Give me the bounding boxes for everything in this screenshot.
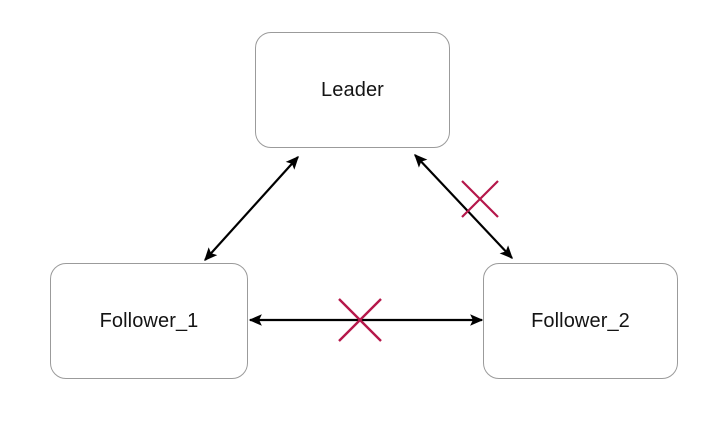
node-follower-2[interactable]: Follower_2 xyxy=(483,263,678,379)
blocked-mark-leader-follower-2-icon xyxy=(461,180,499,218)
blocked-mark-follower-1-follower-2-icon xyxy=(338,298,382,342)
node-follower-2-label: Follower_2 xyxy=(531,310,630,332)
node-follower-1[interactable]: Follower_1 xyxy=(50,263,248,379)
node-follower-1-label: Follower_1 xyxy=(99,310,199,332)
edge-leader-follower-2 xyxy=(414,154,513,259)
edge-leader-follower-1 xyxy=(204,156,299,261)
node-leader[interactable]: Leader xyxy=(255,32,450,148)
node-leader-label: Leader xyxy=(321,79,384,101)
